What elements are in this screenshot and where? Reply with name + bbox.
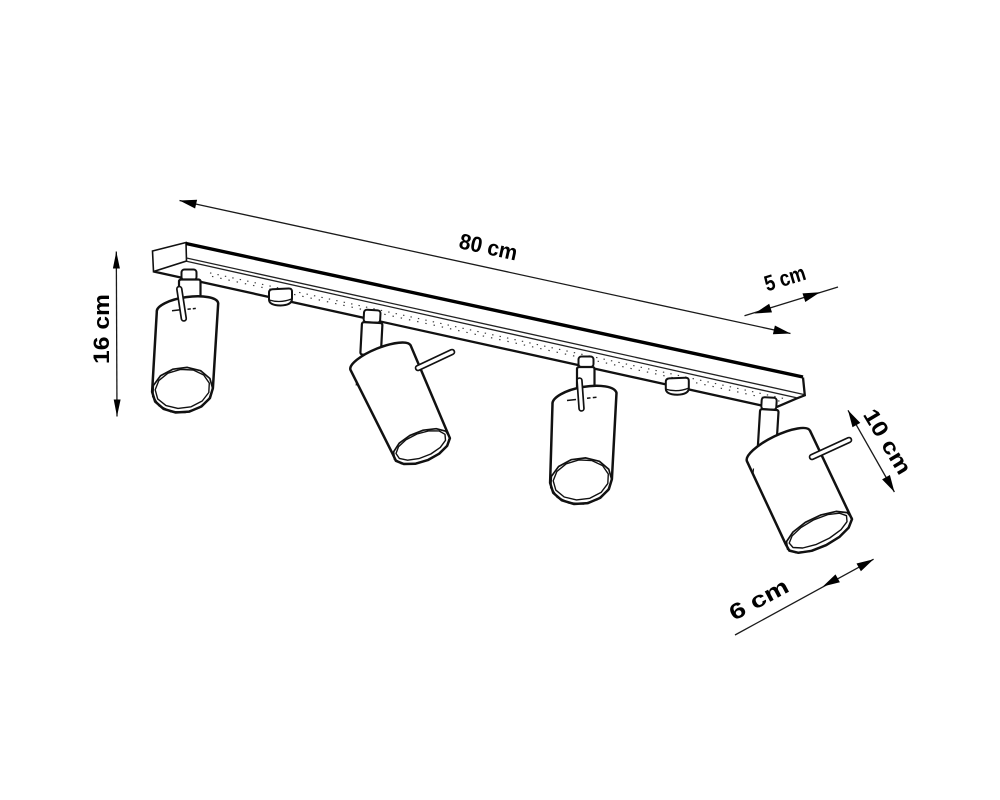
svg-text:16 cm: 16 cm bbox=[89, 294, 114, 364]
